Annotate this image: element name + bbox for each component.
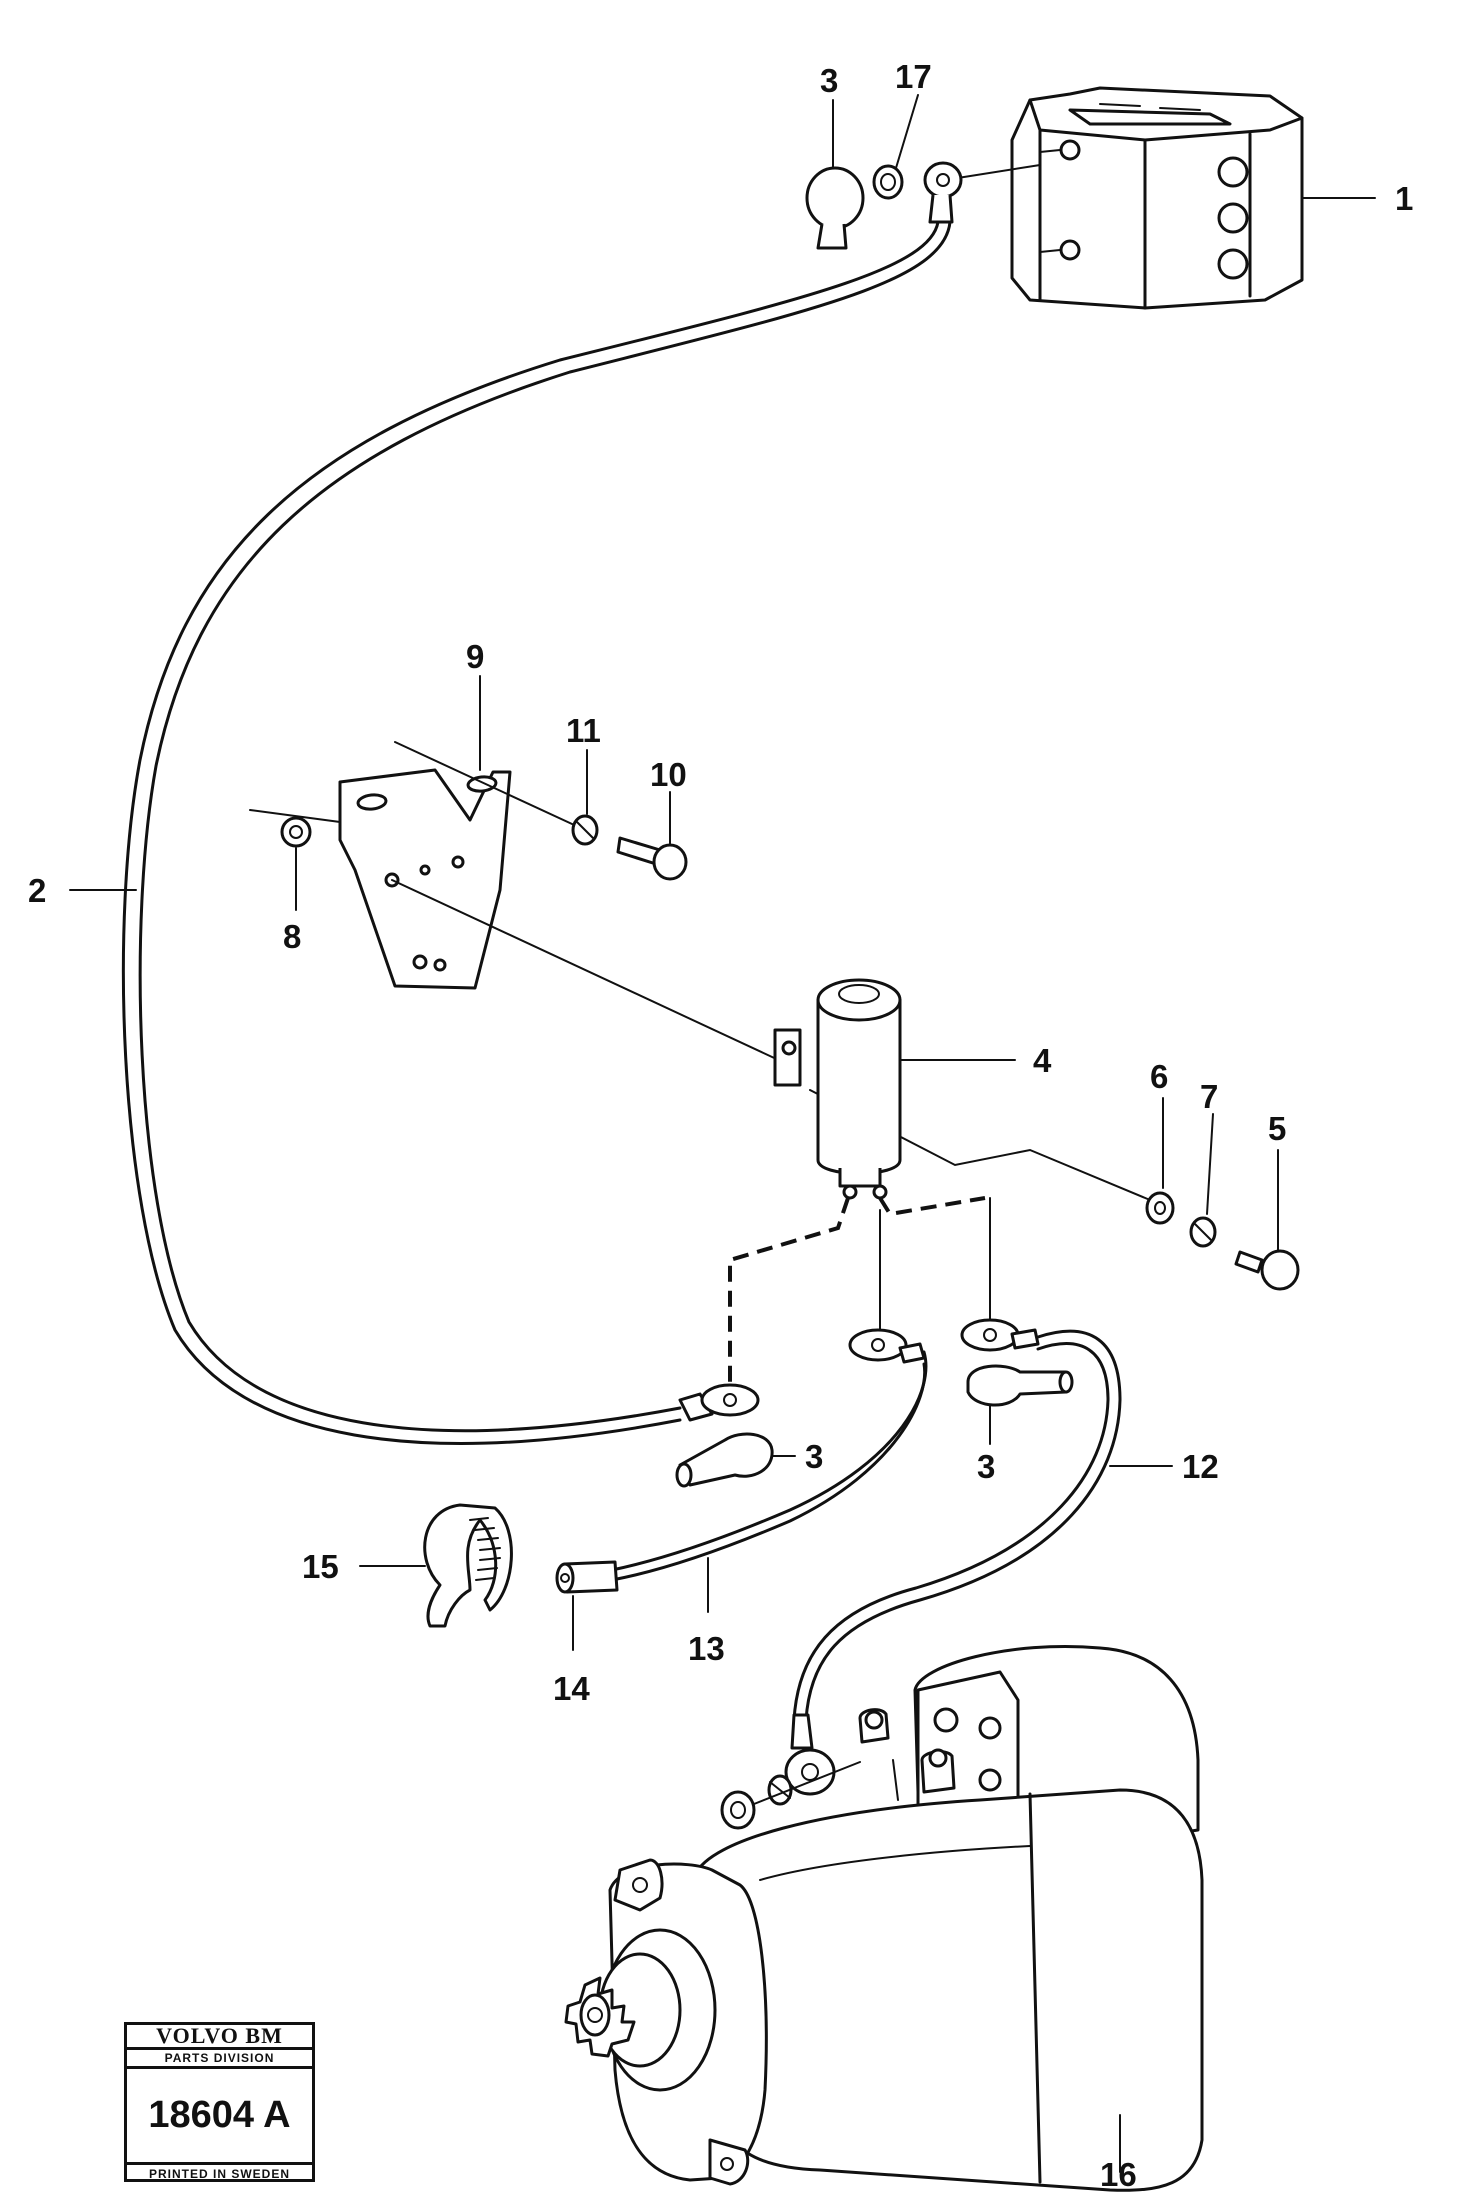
assembly-line-bracket-9: [394, 741, 586, 831]
callout-16: 16: [1100, 2156, 1137, 2193]
callout-9: 9: [466, 638, 484, 675]
lock-washer-11: [571, 814, 599, 846]
callout-11: 11: [566, 712, 601, 749]
callout-2: 2: [28, 872, 46, 909]
callout-15: 15: [302, 1548, 339, 1585]
connector-14: [555, 1560, 619, 1594]
callout-3a: 3: [820, 62, 838, 99]
volvo-bm-logo: VOLVO BM PARTS DIVISION 18604 A PRINTED …: [124, 2022, 315, 2182]
callout-7: 7: [1200, 1078, 1218, 1115]
callout-4: 4: [1033, 1042, 1052, 1079]
assembly-line-bracket-4: [391, 879, 801, 1071]
terminal-cover-top: [805, 166, 865, 250]
callout-5: 5: [1268, 1110, 1286, 1147]
callout-14: 14: [553, 1670, 590, 1707]
cable-lug-cable-2: [678, 1383, 760, 1422]
callout-6: 6: [1150, 1058, 1168, 1095]
callout-13: 13: [688, 1630, 725, 1667]
callout-1: 1: [1395, 180, 1413, 217]
battery-cable-2: [121, 220, 952, 1445]
callout-3c: 3: [977, 1448, 995, 1485]
starter-hardware: [720, 1759, 899, 1830]
logo-footer: PRINTED IN SWEDEN: [148, 2167, 290, 2181]
relay-wiring-dashed: [728, 1196, 991, 1400]
washer-6: [1145, 1191, 1175, 1225]
nut-8: [280, 816, 312, 848]
wire-13: [610, 1350, 928, 1582]
relay-4: [773, 978, 902, 1200]
assembly-line-bracket-8: [249, 809, 341, 823]
nut-17: [872, 164, 904, 200]
lock-washer-7: [1189, 1216, 1217, 1248]
bracket-9: [338, 768, 512, 990]
callout-12: 12: [1182, 1448, 1219, 1485]
battery-switch-box: [1010, 86, 1304, 310]
callout-10: 10: [650, 756, 687, 793]
starter-cable-12: [792, 1329, 1122, 1722]
callout-3b: 3: [805, 1438, 823, 1475]
cable-clamp-15: [423, 1503, 513, 1628]
logo-brand: VOLVO BM: [127, 2025, 312, 2050]
callout-8: 8: [283, 918, 301, 955]
terminal-boot-right: [966, 1364, 1074, 1407]
logo-division: PARTS DIVISION: [127, 2050, 312, 2069]
leader-7: [1206, 1113, 1214, 1215]
bolt-5: [1234, 1249, 1300, 1291]
cable-lug-cable-12: [960, 1318, 1040, 1352]
starter-motor-16: [564, 1644, 1204, 2192]
starter-terminal-lug: [784, 1713, 836, 1796]
cable-lug-top: [923, 161, 963, 224]
terminal-boot-left: [675, 1432, 774, 1488]
logo-number: 18604 A: [127, 2069, 312, 2165]
leader-17: [895, 94, 919, 169]
cable-lug-cable-13: [848, 1328, 926, 1364]
callout-17: 17: [895, 58, 932, 95]
bolt-10: [616, 836, 688, 881]
